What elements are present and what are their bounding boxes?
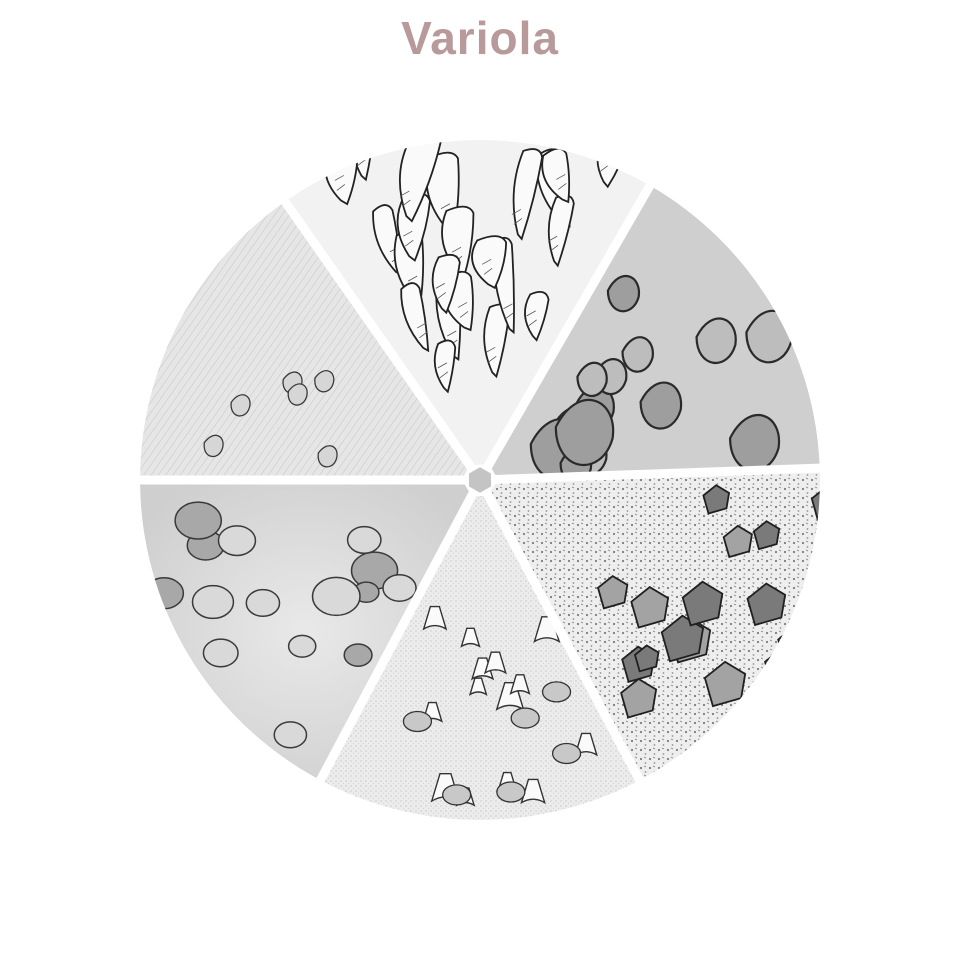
segment-divider [275,190,484,483]
page-title: Variola [401,12,559,64]
blister-lobes-icon [140,480,472,781]
cup-pustule-icon [320,495,640,821]
segment-divider [311,477,484,792]
lobed-thallus-icon [489,185,820,480]
isidia-coral-icon [284,139,650,466]
center-hub-icon [467,464,493,496]
segment-divider [476,174,659,483]
segment-divider [479,463,830,485]
granular-crust-icon [140,201,470,480]
segment-divider [476,477,649,792]
